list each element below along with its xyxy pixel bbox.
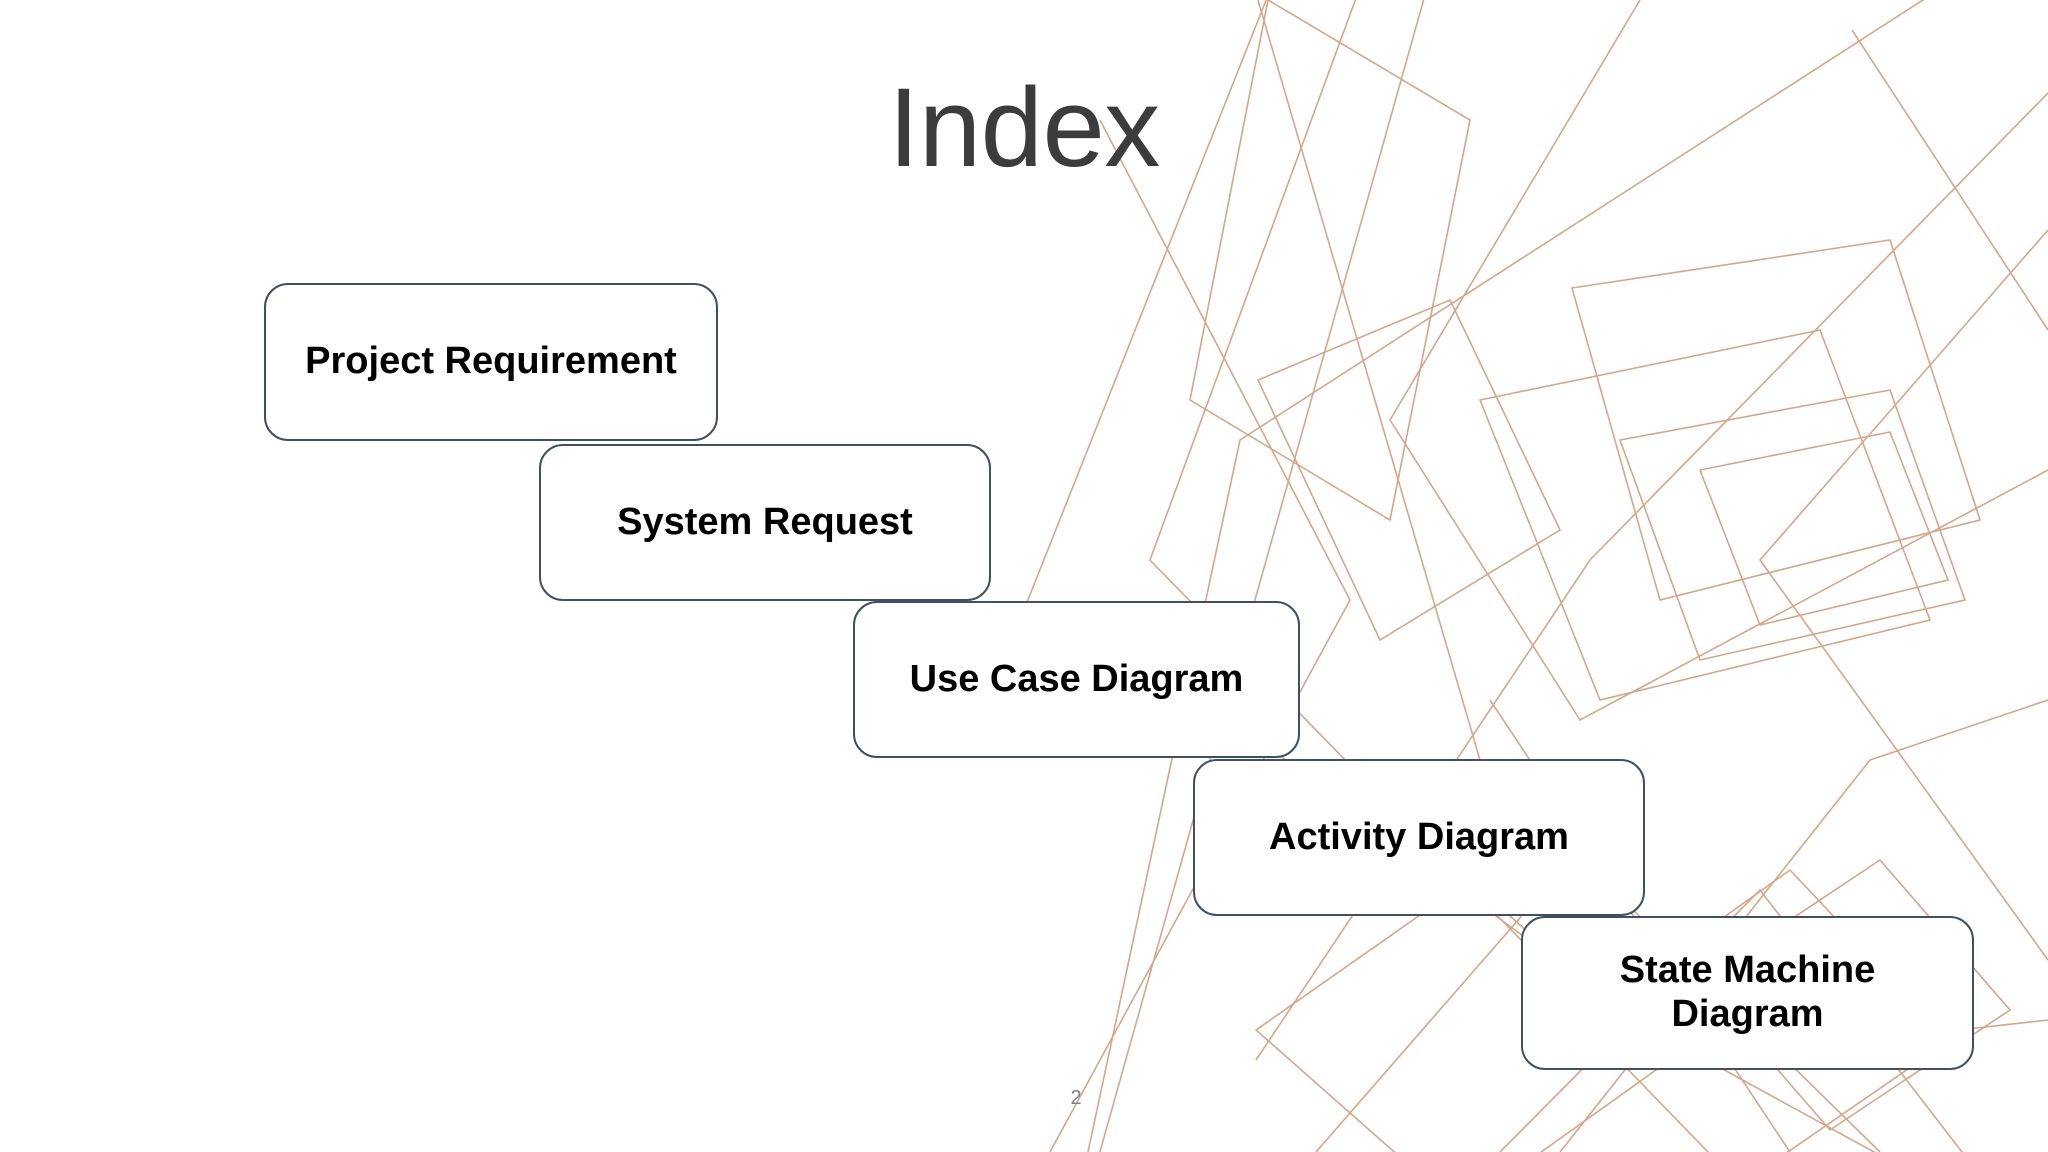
index-item-label: Use Case Diagram xyxy=(909,657,1244,700)
index-item-label: Activity Diagram xyxy=(1269,815,1569,858)
index-item-label: System Request xyxy=(617,500,913,543)
index-item-state-machine-diagram[interactable]: State Machine Diagram xyxy=(1521,916,1974,1070)
index-item-project-requirement[interactable]: Project Requirement xyxy=(264,283,718,441)
index-item-system-request[interactable]: System Request xyxy=(539,444,991,601)
index-item-label: State Machine Diagram xyxy=(1619,949,1876,1035)
index-item-use-case-diagram[interactable]: Use Case Diagram xyxy=(853,601,1300,758)
index-item-activity-diagram[interactable]: Activity Diagram xyxy=(1193,759,1645,916)
page-number: 2 xyxy=(1070,1087,1082,1109)
page-title: Index xyxy=(888,65,1160,190)
index-item-label: Project Requirement xyxy=(305,340,677,383)
